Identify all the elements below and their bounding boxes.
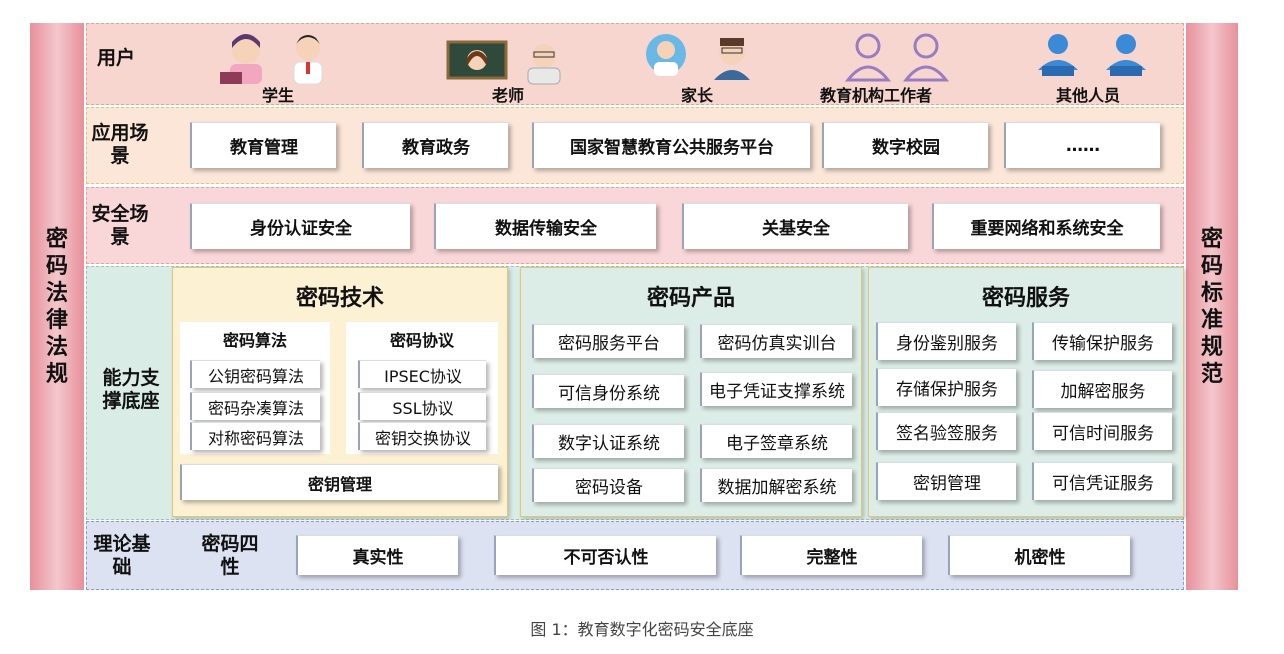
products-title: 密码产品 (646, 286, 735, 311)
protocol-ssl: SSL协议 (358, 392, 486, 420)
property-integrity: 完整性 (740, 535, 922, 575)
algorithms-title: 密码算法 (222, 331, 287, 350)
service-identity-auth: 身份鉴别服务 (876, 322, 1016, 360)
product-credential-support: 电子凭证支撑系统 (700, 372, 852, 406)
user-others: 其他人员 (1056, 86, 1121, 105)
protocol-key-exchange: 密钥交换协议 (358, 422, 486, 450)
product-simulation-training: 密码仿真实训台 (700, 324, 852, 358)
product-crypto-device: 密码设备 (532, 468, 684, 502)
user-student: 学生 (262, 86, 295, 105)
others-icon (1038, 34, 1146, 76)
services-title: 密码服务 (981, 286, 1070, 311)
service-storage-protect: 存储保护服务 (876, 368, 1016, 406)
scenes-label: 应用场景 (91, 122, 149, 167)
property-authenticity: 真实性 (296, 535, 458, 575)
users-row (86, 23, 1184, 105)
standard-label: 密码标准规范 (1200, 226, 1223, 387)
security-identity: 身份认证安全 (190, 203, 410, 249)
parent-icon (646, 34, 750, 80)
teacher-icon (446, 40, 561, 85)
security-label: 安全场景 (91, 203, 149, 248)
user-teacher: 老师 (492, 86, 525, 105)
scene-more: …… (1004, 122, 1160, 168)
service-transmission-protect: 传输保护服务 (1032, 322, 1172, 360)
service-trusted-time: 可信时间服务 (1032, 412, 1172, 450)
product-e-seal: 电子签章系统 (700, 424, 852, 458)
tech-key-management: 密钥管理 (180, 464, 498, 500)
users-label: 用户 (96, 46, 135, 69)
algorithm-hash: 密码杂凑算法 (190, 392, 320, 420)
security-network: 重要网络和系统安全 (932, 203, 1160, 249)
algorithm-symmetric: 对称密码算法 (190, 422, 320, 450)
figure-caption: 图 1：教育数字化密码安全底座 (530, 620, 754, 639)
capability-label: 能力支撑底座 (102, 367, 160, 412)
student-icon (220, 34, 323, 85)
service-sign-verify: 签名验签服务 (876, 412, 1016, 450)
product-trusted-identity: 可信身份系统 (532, 374, 684, 408)
scene-edu-government: 教育政务 (362, 122, 508, 168)
security-transmission: 数据传输安全 (434, 203, 656, 249)
left-pillar: 密码法律法规 (30, 23, 84, 590)
service-trusted-credential: 可信凭证服务 (1032, 462, 1172, 500)
scene-national-platform: 国家智慧教育公共服务平台 (532, 122, 810, 168)
scene-digital-campus: 数字校园 (822, 122, 988, 168)
scene-edu-management: 教育管理 (190, 122, 336, 168)
algorithm-public-key: 公钥密码算法 (190, 360, 320, 388)
user-staff: 教育机构工作者 (820, 86, 933, 105)
product-service-platform: 密码服务平台 (532, 324, 684, 358)
product-digital-cert: 数字认证系统 (532, 424, 684, 458)
tech-title: 密码技术 (295, 286, 384, 311)
property-non-repudiation: 不可否认性 (494, 535, 716, 575)
service-key-management: 密钥管理 (876, 462, 1016, 500)
protocols-title: 密码协议 (389, 331, 454, 350)
theory-label: 理论基础 (93, 533, 151, 578)
product-data-encryption: 数据加解密系统 (700, 468, 852, 502)
security-infrastructure: 关基安全 (682, 203, 908, 249)
right-pillar: 密码标准规范 (1186, 23, 1238, 590)
user-parent: 家长 (681, 86, 714, 105)
law-label: 密码法律法规 (45, 226, 68, 387)
service-encrypt-decrypt: 加解密服务 (1032, 370, 1172, 408)
staff-icon (844, 33, 950, 82)
property-confidentiality: 机密性 (948, 535, 1130, 575)
four-properties-label: 密码四性 (201, 533, 259, 578)
protocol-ipsec: IPSEC协议 (358, 360, 486, 388)
